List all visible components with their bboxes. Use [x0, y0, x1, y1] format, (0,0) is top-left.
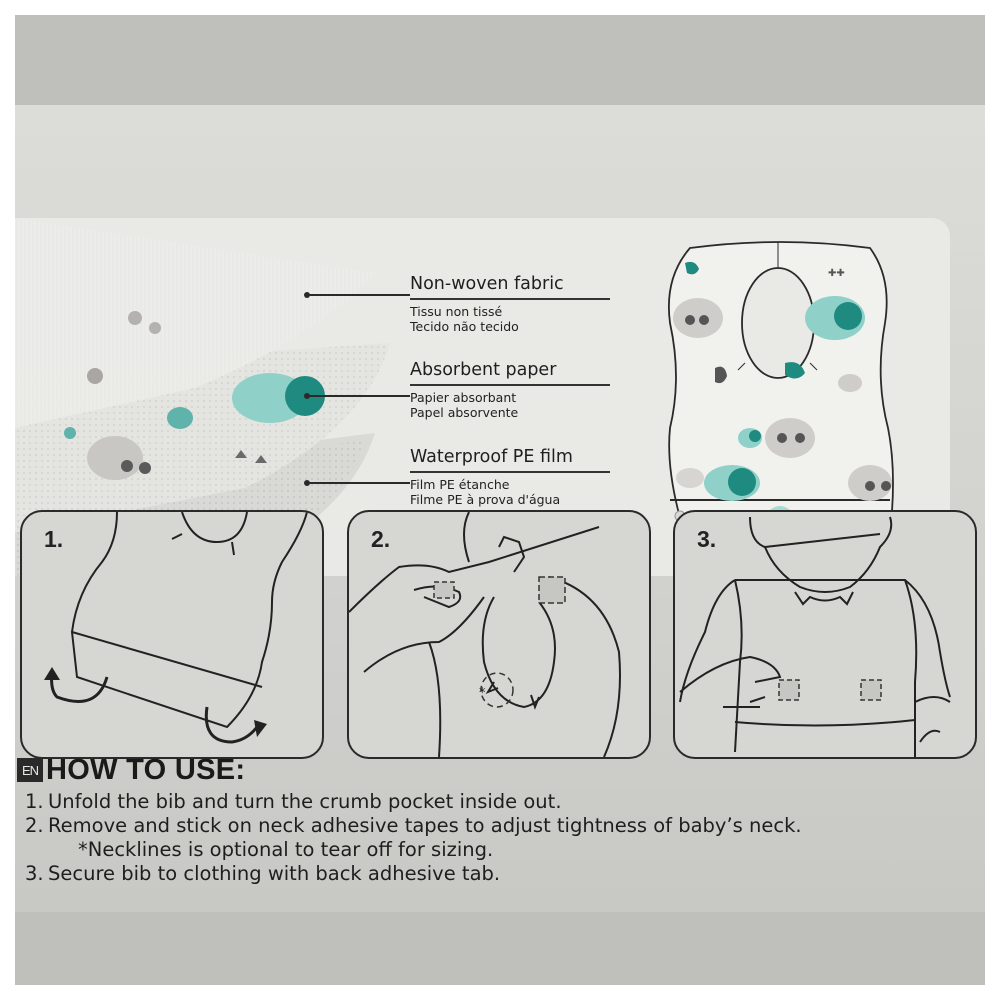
instruction-item: 2.Remove and stick on neck adhesive tape…: [25, 814, 802, 837]
layer-label-waterproof: Waterproof PE film Film PE étanche Filme…: [410, 446, 610, 507]
instruction-item: 3.Secure bib to clothing with back adhes…: [25, 862, 501, 885]
layer-french: Tissu non tissé: [410, 304, 503, 319]
how-to-use-section: EN HOW TO USE: 1.Unfold the bib and turn…: [15, 750, 985, 886]
step-2-panel: 2. *: [347, 510, 651, 759]
layer-portuguese: Papel absorvente: [410, 405, 519, 420]
layer-portuguese: Tecido não tecido: [410, 319, 519, 334]
step-number: 1.: [44, 526, 64, 552]
instruction-note: *Necklines is optional to tear off for s…: [78, 838, 494, 861]
secure-bib-illustration: [679, 516, 951, 757]
instruction-sheet: Non-woven fabric Tissu non tissé Tecido …: [15, 105, 985, 912]
asterisk-note-marker: *: [479, 686, 486, 701]
layer-label-non-woven: Non-woven fabric Tissu non tissé Tecido …: [410, 273, 610, 334]
step-number: 2.: [371, 526, 391, 552]
step-3-panel: 3.: [673, 510, 977, 759]
how-to-use-title: HOW TO USE:: [46, 753, 246, 786]
instruction-item: 1.Unfold the bib and turn the crumb pock…: [25, 790, 562, 813]
unfold-bib-illustration: [44, 512, 308, 744]
layer-portuguese: Filme PE à prova d'água: [410, 492, 561, 507]
layer-title: Non-woven fabric: [410, 273, 610, 300]
layer-french: Papier absorbant: [410, 390, 517, 405]
layer-title: Absorbent paper: [410, 359, 610, 386]
bottom-background-band: [15, 912, 985, 985]
svg-text:✚✚: ✚✚: [828, 268, 845, 279]
product-packaging-photo: Non-woven fabric Tissu non tissé Tecido …: [15, 15, 985, 985]
stick-adhesive-illustration: *: [349, 512, 621, 757]
language-badge: EN: [17, 758, 43, 782]
step-number: 3.: [697, 526, 717, 552]
step-1-panel: 1.: [20, 510, 324, 759]
layer-label-absorbent: Absorbent paper Papier absorbant Papel a…: [410, 359, 610, 420]
bib-illustration: ✚✚: [667, 241, 894, 551]
layer-french: Film PE étanche: [410, 477, 510, 492]
how-to-use-header: EN HOW TO USE:: [15, 750, 985, 790]
layer-title: Waterproof PE film: [410, 446, 610, 473]
instructions-list: 1.Unfold the bib and turn the crumb pock…: [15, 790, 985, 886]
top-background-band: [15, 15, 985, 105]
